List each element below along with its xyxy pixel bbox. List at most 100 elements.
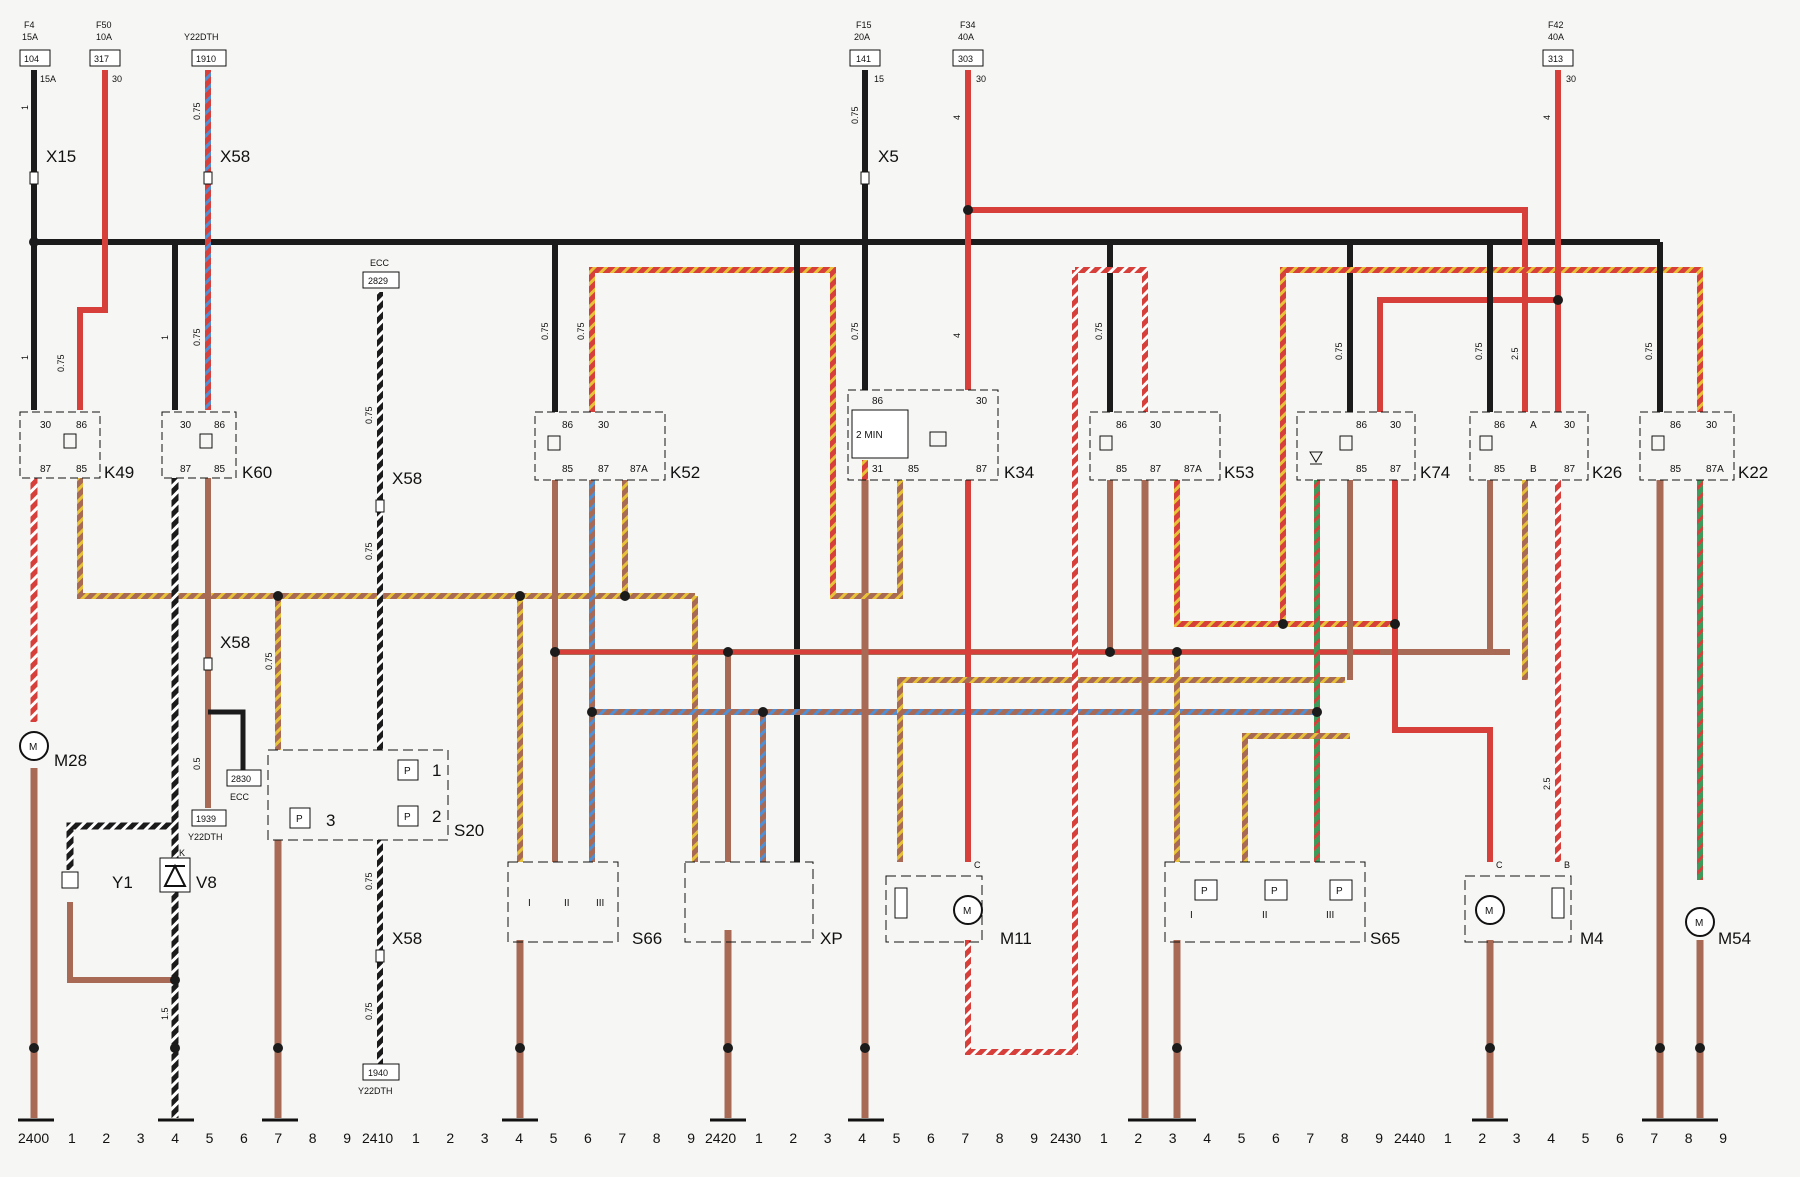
grid-tick-label: 5 — [206, 1130, 214, 1146]
svg-text:ECC: ECC — [370, 258, 390, 268]
svg-text:4: 4 — [1542, 115, 1552, 120]
svg-text:0.75: 0.75 — [56, 354, 66, 372]
svg-text:4: 4 — [952, 115, 962, 120]
svg-text:2: 2 — [432, 807, 441, 826]
junction-dot — [550, 647, 560, 657]
motor-m54: M M54 — [1685, 907, 1751, 948]
svg-text:87: 87 — [1150, 464, 1162, 475]
svg-text:K49: K49 — [104, 463, 134, 482]
grid-tick-label: 2 — [789, 1130, 797, 1146]
connector-labels-top: X15 X58 X5 X58 X58 X58 — [29, 147, 899, 963]
svg-text:P: P — [296, 814, 303, 825]
grid-tick-label: 2 — [102, 1130, 110, 1146]
junction-dot — [515, 1043, 525, 1053]
svg-text:30: 30 — [1150, 420, 1162, 431]
svg-text:31: 31 — [872, 464, 884, 475]
svg-text:85: 85 — [1356, 464, 1368, 475]
junction-dot — [620, 591, 630, 601]
svg-text:15A: 15A — [40, 74, 56, 84]
svg-text:85: 85 — [1670, 464, 1682, 475]
grid-tick-label: 1 — [68, 1130, 76, 1146]
svg-text:K: K — [179, 848, 185, 858]
svg-text:30: 30 — [976, 396, 988, 407]
wire-m11-a — [965, 270, 1078, 1055]
svg-text:85: 85 — [214, 464, 226, 475]
svg-text:2830: 2830 — [231, 774, 251, 784]
svg-text:104: 104 — [24, 54, 39, 64]
svg-text:10A: 10A — [96, 32, 112, 42]
svg-text:86: 86 — [214, 420, 226, 431]
junction-dot — [273, 1043, 283, 1053]
svg-text:1: 1 — [20, 105, 30, 110]
svg-text:30: 30 — [1706, 420, 1718, 431]
wire-k74-8 — [1392, 480, 1493, 862]
svg-text:XP: XP — [820, 929, 843, 948]
grid-tick-label: 6 — [1616, 1130, 1624, 1146]
grid-tick-label: 9 — [1719, 1130, 1727, 1146]
svg-text:40A: 40A — [1548, 32, 1564, 42]
svg-text:0.75: 0.75 — [192, 102, 202, 120]
grid-tick-label: 5 — [893, 1130, 901, 1146]
junction-dot — [1485, 1043, 1495, 1053]
svg-text:K53: K53 — [1224, 463, 1254, 482]
grid-tick-label: 7 — [1306, 1130, 1314, 1146]
wire-gauge-labels: 1 1 0.75 0.75 0.75 1 0.75 0.75 0.75 0.75… — [20, 102, 1654, 1020]
svg-text:M54: M54 — [1718, 929, 1751, 948]
junction-dot — [723, 1043, 733, 1053]
junction-dot — [1278, 619, 1288, 629]
svg-text:30: 30 — [40, 420, 52, 431]
svg-text:I: I — [1190, 910, 1193, 921]
connector-1939: 1939 Y22DTH — [188, 809, 227, 842]
svg-text:K74: K74 — [1420, 463, 1450, 482]
svg-text:15: 15 — [874, 74, 884, 84]
svg-text:F42: F42 — [1548, 20, 1564, 30]
grid-tick-label: 6 — [927, 1130, 935, 1146]
svg-text:ECC: ECC — [230, 792, 250, 802]
grid-tick-label: 7 — [618, 1130, 626, 1146]
wire-2830 — [208, 709, 246, 770]
grid-section-label: 2410 — [362, 1130, 393, 1146]
grid-tick-label: 8 — [1685, 1130, 1693, 1146]
svg-text:87: 87 — [976, 464, 988, 475]
svg-text:86: 86 — [1670, 420, 1682, 431]
grid-tick-label: 2 — [1478, 1130, 1486, 1146]
grid-tick-label: 4 — [171, 1130, 179, 1146]
svg-text:2.5: 2.5 — [1542, 777, 1552, 790]
svg-text:86: 86 — [872, 396, 884, 407]
grid-tick-label: 4 — [1547, 1130, 1555, 1146]
junction-dot — [29, 1043, 39, 1053]
wire-303-bus — [968, 207, 1528, 412]
svg-text:I: I — [528, 898, 531, 909]
junction-dot — [1172, 647, 1182, 657]
grid-tick-label: 1 — [412, 1130, 420, 1146]
motor-m4: M C B M4 — [1464, 860, 1604, 948]
junction-dot — [1172, 1043, 1182, 1053]
grid-tick-label: 3 — [1169, 1130, 1177, 1146]
svg-text:317: 317 — [94, 54, 109, 64]
grid-tick-label: 3 — [824, 1130, 832, 1146]
junction-dot — [170, 1043, 180, 1053]
svg-text:1: 1 — [432, 761, 441, 780]
svg-text:X58: X58 — [392, 469, 422, 488]
grid-tick-label: 2 — [1134, 1130, 1142, 1146]
connector-mark — [29, 171, 39, 185]
svg-text:0.75: 0.75 — [540, 322, 550, 340]
svg-text:0.75: 0.75 — [1094, 322, 1104, 340]
svg-text:30: 30 — [1566, 74, 1576, 84]
svg-text:87: 87 — [1390, 464, 1402, 475]
svg-text:Y1: Y1 — [112, 873, 133, 892]
fuse-f4: F4 15A 104 15A — [19, 20, 56, 84]
svg-text:86: 86 — [76, 420, 88, 431]
grid-tick-label: 7 — [274, 1130, 282, 1146]
svg-text:87A: 87A — [1184, 464, 1202, 475]
svg-text:III: III — [596, 898, 604, 909]
wire-y1-loop — [66, 822, 175, 870]
svg-text:30: 30 — [112, 74, 122, 84]
junction-dot — [273, 591, 283, 601]
fuse-f50: F50 10A 317 30 — [89, 20, 122, 84]
svg-text:30: 30 — [976, 74, 986, 84]
